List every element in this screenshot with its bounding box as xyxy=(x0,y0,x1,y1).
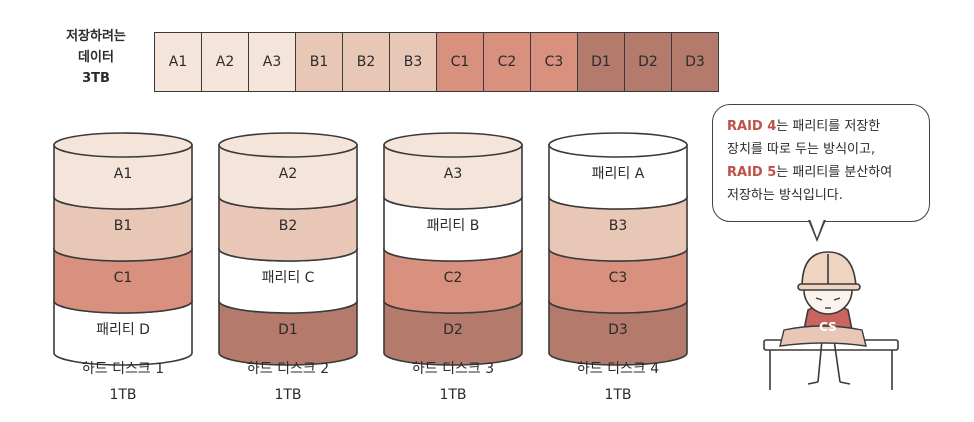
disk-2-name: 하드 디스크 2 xyxy=(246,361,330,377)
block-body xyxy=(383,144,523,210)
block-top xyxy=(218,132,358,158)
mascot-face xyxy=(815,297,841,309)
block-body xyxy=(218,144,358,210)
block-label: C2 xyxy=(444,270,463,286)
disk-3-name: 하드 디스크 3 xyxy=(411,361,495,377)
block-body xyxy=(218,300,358,366)
disk-4-name: 하드 디스크 4 xyxy=(576,361,660,377)
block-body xyxy=(383,300,523,366)
disk-stack-2: D1 패리티 C B2 A2 xyxy=(218,132,358,366)
block-body xyxy=(383,248,523,314)
bubble-tail-fill xyxy=(810,219,824,238)
disk-4-block-1: 패리티 A xyxy=(548,132,688,210)
raid5-term: RAID 5 xyxy=(727,165,777,180)
block-label: C3 xyxy=(609,270,628,286)
data-label-size: 3TB xyxy=(82,71,110,86)
block-label: B2 xyxy=(279,218,298,234)
block-body xyxy=(548,144,688,210)
data-label-line1: 저장하려는 xyxy=(66,29,126,44)
paper-icon xyxy=(779,325,867,347)
disk-stack-3: D2 C2 패리티 B A3 xyxy=(383,132,523,366)
strip-cell-a3: A3 xyxy=(249,33,296,91)
block-label: 패리티 B xyxy=(427,218,480,234)
bubble-line-1-text: 는 패리티를 저장한 xyxy=(776,119,881,134)
bubble-line-1: RAID 4는 패리티를 저장한 xyxy=(727,115,915,138)
data-label-line2: 데이터 xyxy=(78,50,114,65)
block-body xyxy=(53,300,193,366)
strip-cell-c2: C2 xyxy=(484,33,531,91)
disk-1-name: 하드 디스크 1 xyxy=(81,361,165,377)
speech-bubble: RAID 4는 패리티를 저장한 장치를 따로 두는 방식이고, RAID 5는… xyxy=(712,104,930,222)
block-body xyxy=(53,248,193,314)
disk-2-block-1: A2 xyxy=(218,132,358,210)
desk xyxy=(763,339,899,390)
block-label: C1 xyxy=(114,270,133,286)
disk-3-block-1: A3 xyxy=(383,132,523,210)
block-top xyxy=(53,132,193,158)
block-body xyxy=(218,196,358,262)
block-body xyxy=(548,300,688,366)
block-body xyxy=(53,144,193,210)
mascot-badge: CS xyxy=(819,320,837,334)
disk-1-block-1: A1 xyxy=(53,132,193,210)
disk-stack-4: D3 C3 B3 패리티 A xyxy=(548,132,688,366)
bubble-line-3: RAID 5는 패리티를 분산하여 xyxy=(727,161,915,184)
helmet-icon xyxy=(797,251,861,291)
block-label: A1 xyxy=(114,166,132,182)
data-label: 저장하려는 데이터 3TB xyxy=(52,26,140,89)
strip-cell-d1: D1 xyxy=(578,33,625,91)
block-label: 패리티 D xyxy=(96,322,150,338)
strip-cell-d3: D3 xyxy=(672,33,718,91)
raid4-term: RAID 4 xyxy=(727,119,777,134)
block-label: 패리티 A xyxy=(592,166,645,182)
strip-cell-a1: A1 xyxy=(155,33,202,91)
bubble-line-4: 저장하는 방식입니다. xyxy=(727,188,843,203)
strip-cell-c1: C1 xyxy=(437,33,484,91)
block-label: B1 xyxy=(114,218,133,234)
strip-cell-b1: B1 xyxy=(296,33,343,91)
data-strip: A1 A2 A3 B1 B2 B3 C1 C2 C3 D1 D2 D3 xyxy=(154,32,719,92)
block-body xyxy=(53,196,193,262)
disk-2-size: 1TB xyxy=(274,387,302,403)
block-body xyxy=(548,248,688,314)
bubble-line-3-text: 는 패리티를 분산하여 xyxy=(776,165,893,180)
block-top xyxy=(383,132,523,158)
block-label: 패리티 C xyxy=(262,270,315,286)
block-label: B3 xyxy=(609,218,628,234)
disk-1-size: 1TB xyxy=(109,387,137,403)
block-label: D3 xyxy=(608,322,628,338)
strip-cell-c3: C3 xyxy=(531,33,578,91)
block-label: A2 xyxy=(279,166,297,182)
strip-cell-a2: A2 xyxy=(202,33,249,91)
strip-cell-d2: D2 xyxy=(625,33,672,91)
disk-4-size: 1TB xyxy=(604,387,632,403)
disk-stack-1: 패리티 D C1 B1 A1 xyxy=(53,132,193,366)
block-body xyxy=(218,248,358,314)
strip-cell-b3: B3 xyxy=(390,33,437,91)
strip-cell-b2: B2 xyxy=(343,33,390,91)
block-label: D2 xyxy=(443,322,463,338)
block-label: D1 xyxy=(278,322,298,338)
block-body xyxy=(548,196,688,262)
bubble-line-2: 장치를 따로 두는 방식이고, xyxy=(727,142,876,157)
block-label: A3 xyxy=(444,166,462,182)
disk-3-size: 1TB xyxy=(439,387,467,403)
block-top xyxy=(548,132,688,158)
block-body xyxy=(383,196,523,262)
